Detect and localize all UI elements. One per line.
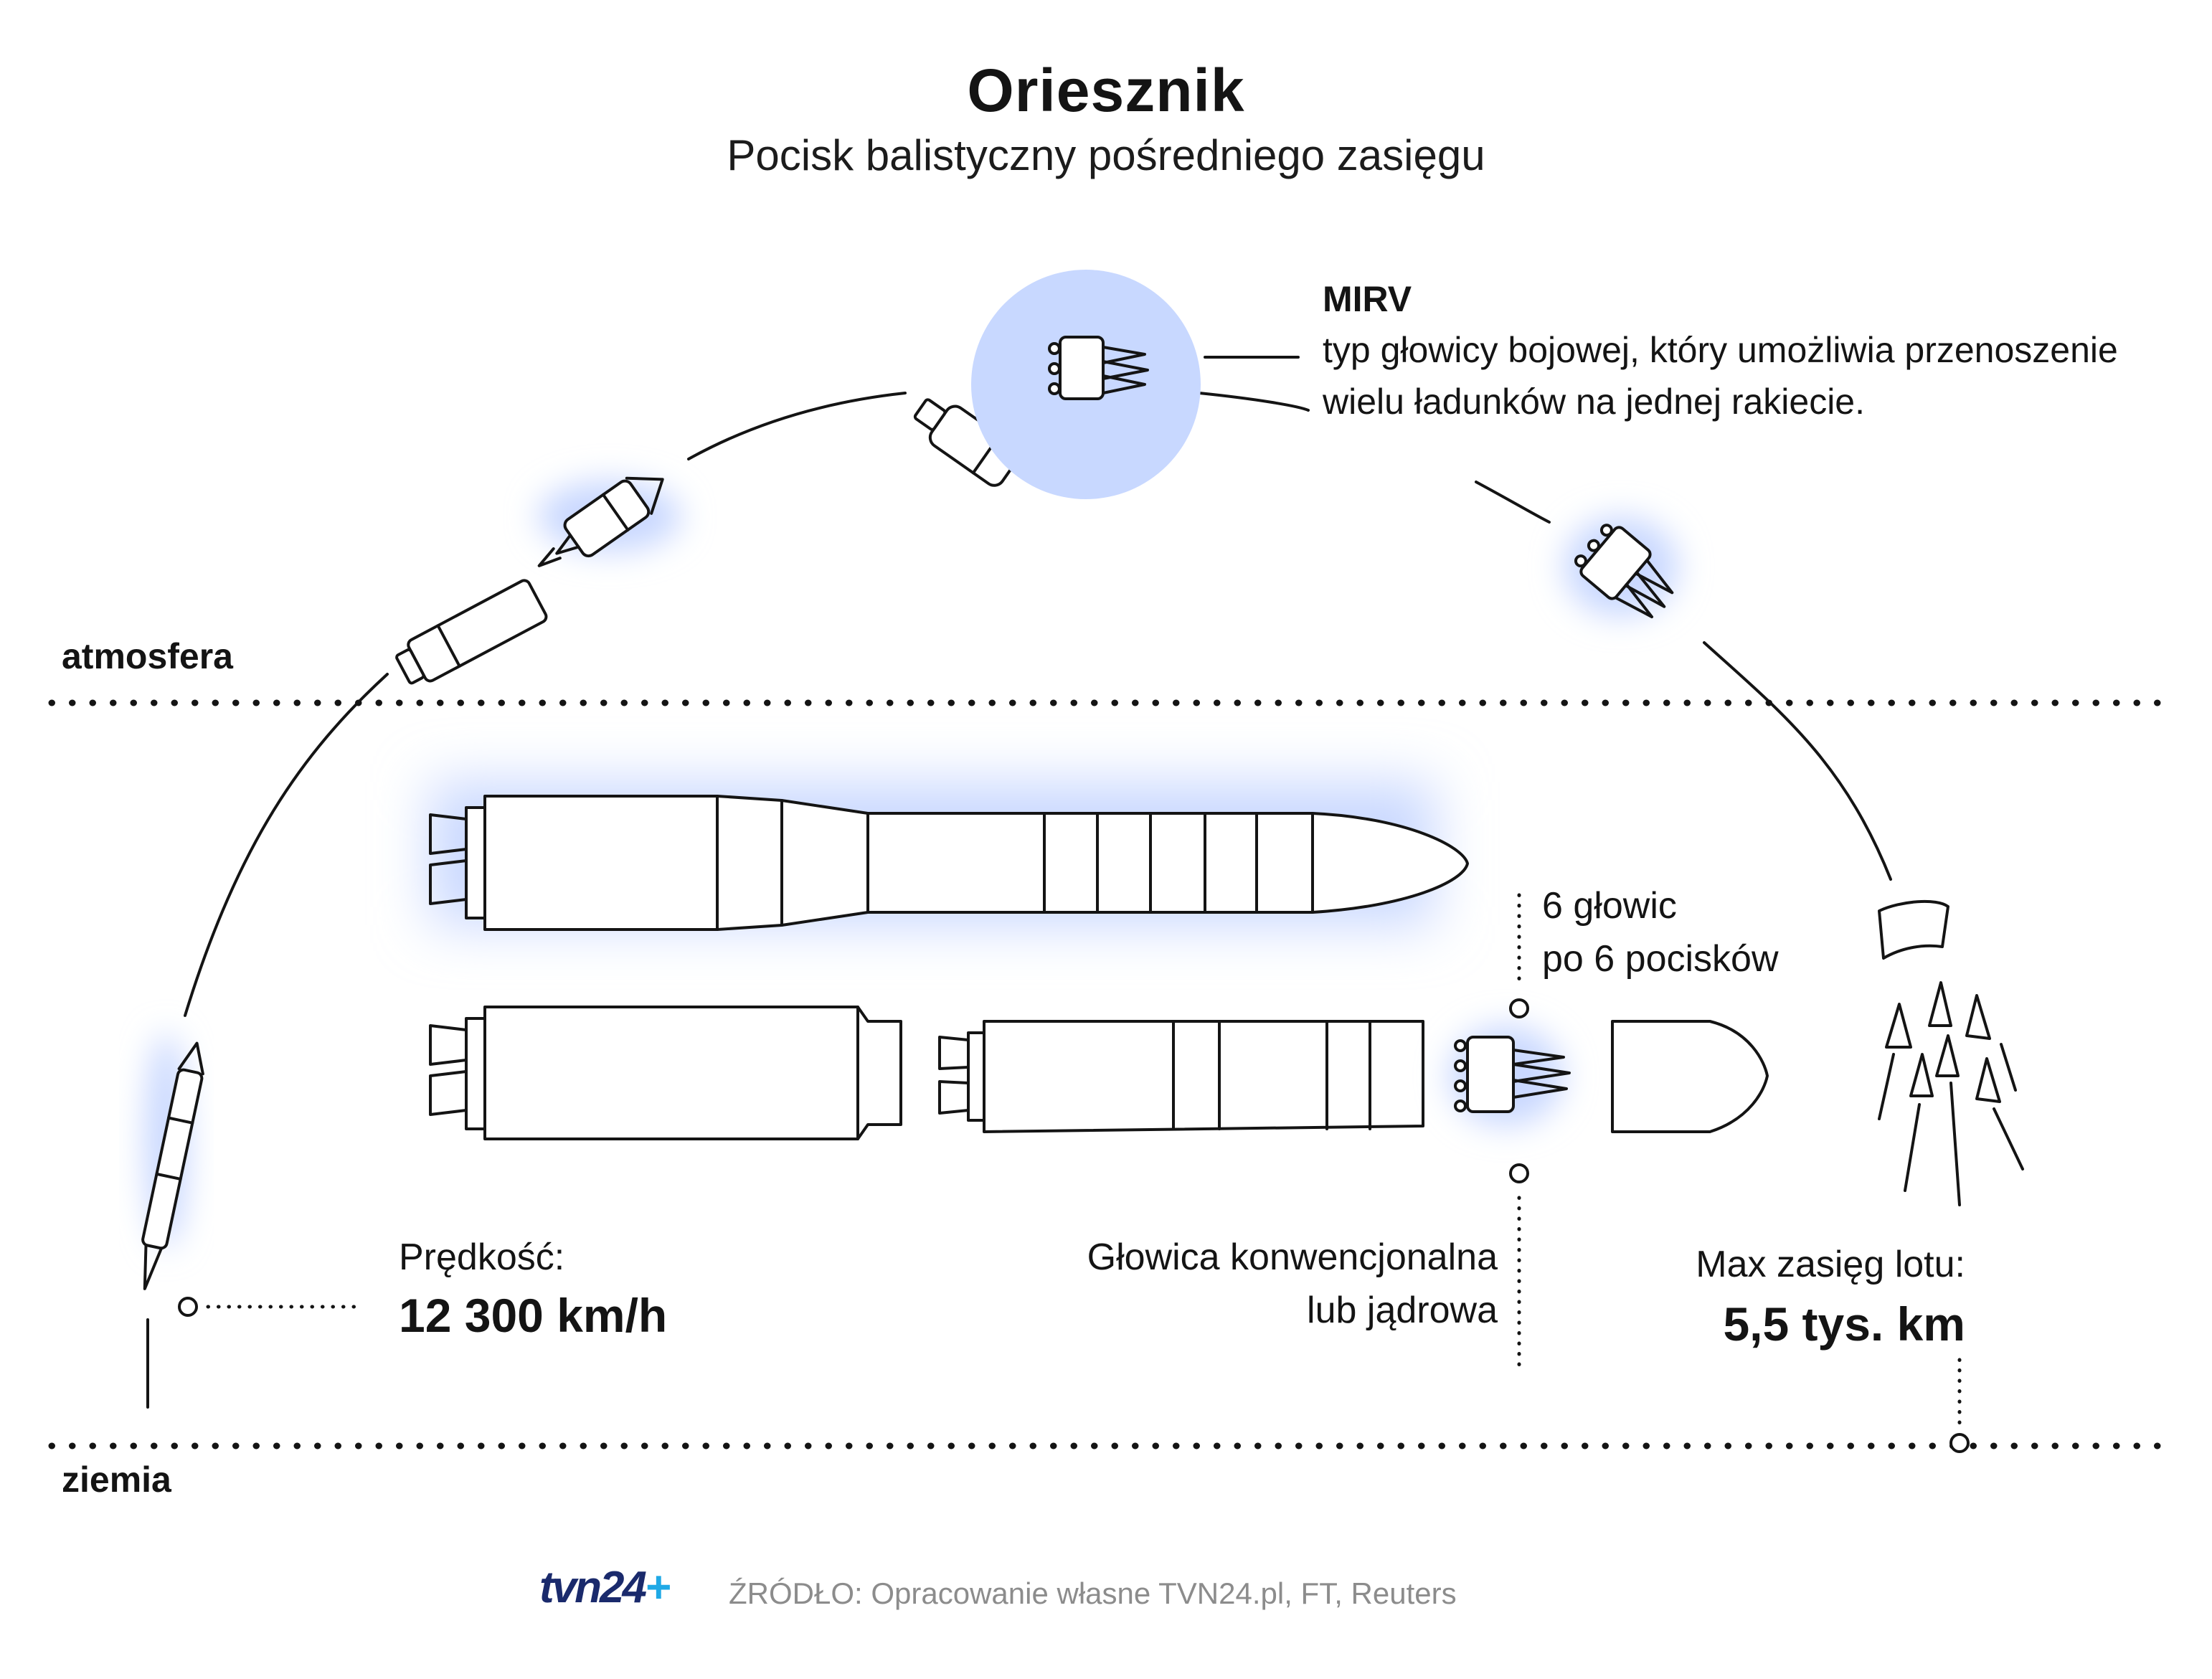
warhead-cluster-icon <box>1878 899 2024 1206</box>
tvn24-logo: tvn24+ <box>539 1562 671 1613</box>
source-note: ŹRÓDŁO: Opracowanie własne TVN24.pl, FT,… <box>729 1576 1457 1610</box>
page-title: Oriesznik <box>967 57 1245 124</box>
warhead-type-line1: Głowica konwencjonalna <box>1087 1236 1498 1278</box>
missile-full-icon <box>429 782 1469 931</box>
ground-label: ziemia <box>62 1460 171 1500</box>
missile-stages-icon <box>429 1006 1424 1140</box>
warheads-count-label: 6 głowic <box>1542 885 1677 927</box>
range-callout-connector <box>1949 1358 1970 1453</box>
logo-text: tvn24 <box>539 1563 647 1612</box>
mirv-bus-icon <box>1564 516 1678 619</box>
range-value: 5,5 tys. km <box>1723 1297 1965 1351</box>
warheads-submunitions-label: po 6 pocisków <box>1542 938 1779 980</box>
range-label: Max zasięg lotu: <box>1696 1244 1965 1285</box>
rocket-stage-icon <box>913 398 1021 487</box>
mirv-title: MIRV <box>1323 279 1412 319</box>
mirv-bus-icon <box>1449 1026 1571 1126</box>
warheads-callout-connector <box>1509 893 1529 1018</box>
speed-label: Prędkość: <box>399 1236 565 1278</box>
mirv-bus-icon <box>1048 336 1149 400</box>
nose-cone-icon <box>1611 1020 1769 1133</box>
rocket-stage-icon <box>537 476 681 567</box>
rocket-launch-icon <box>141 1033 204 1409</box>
rocket-stage-icon <box>395 579 548 685</box>
speed-value: 12 300 km/h <box>399 1289 668 1342</box>
trajectory-path <box>184 356 1892 1017</box>
atmosphere-label: atmosfera <box>62 636 233 676</box>
mirv-description: typ głowicy bojowej, który umożliwia prz… <box>1323 330 2118 422</box>
logo-plus-icon: + <box>644 1563 671 1612</box>
warhead-type-line2: lub jądrowa <box>1307 1290 1498 1331</box>
page-subtitle: Pocisk balistyczny pośredniego zasięgu <box>727 131 1485 179</box>
warhead-type-callout-connector <box>1509 1163 1529 1369</box>
speed-callout-connector <box>178 1297 361 1317</box>
